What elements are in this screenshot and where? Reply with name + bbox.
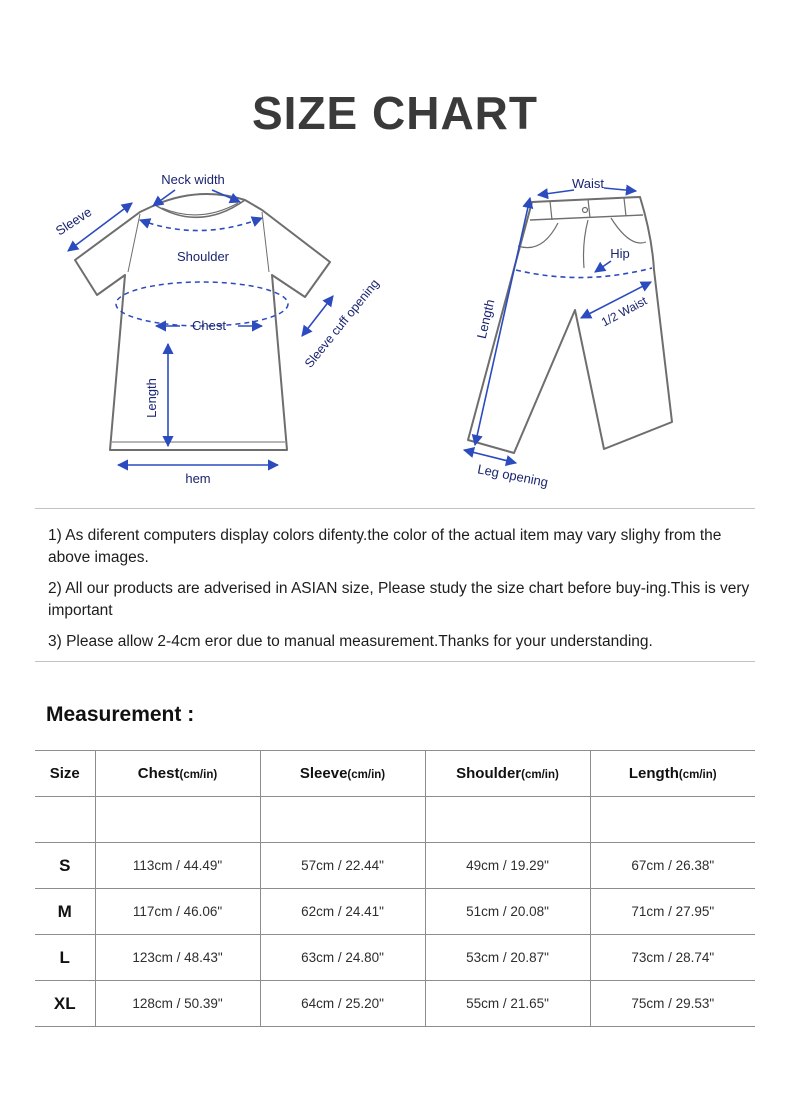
sleeve-xl: 64cm / 25.20" (259, 980, 426, 1027)
pants-hip-label: Hip (610, 246, 630, 261)
shoulder-m: 51cm / 20.08" (424, 888, 591, 935)
length-l: 73cm / 28.74" (589, 934, 755, 981)
shoulder-arc (138, 216, 264, 232)
length-xl: 75cm / 29.53" (589, 980, 755, 1027)
pants-half-waist-label: 1/2 Waist (599, 293, 650, 329)
size-table-header-row: Size Chest(cm/in) Sleeve(cm/in) Shoulder… (35, 750, 755, 797)
length-s: 67cm / 26.38" (589, 842, 755, 889)
leg-opening-arrow (462, 447, 518, 466)
sleeve-cuff-arrow (301, 295, 334, 337)
tshirt-labels: Neck width Sleeve Shoulder Chest Length … (53, 172, 382, 486)
notes-section: 1) As diferent computers display colors … (48, 525, 750, 662)
size-m: M (35, 888, 96, 935)
chest-xl: 128cm / 50.39" (94, 980, 261, 1027)
hip-arrow (594, 260, 612, 273)
tshirt-outline (74, 193, 331, 451)
shirt-neck-width-label: Neck width (161, 172, 225, 187)
header-length: Length(cm/in) (589, 750, 755, 797)
shoulder-l: 53cm / 20.87" (424, 934, 591, 981)
hip-dashed-line (515, 267, 653, 279)
sleeve-s: 57cm / 22.44" (259, 842, 426, 889)
divider-bottom (35, 661, 755, 662)
pants-waist-label: Waist (572, 176, 604, 191)
neck-width-arrow-left (152, 189, 176, 207)
pants-outline (467, 196, 673, 454)
header-chest: Chest(cm/in) (94, 750, 261, 797)
shirt-shoulder-label: Shoulder (177, 249, 230, 264)
shirt-hem-label: hem (185, 471, 210, 486)
table-row-l: L 123cm / 48.43" 63cm / 24.80" 53cm / 20… (35, 934, 755, 981)
pants-leg-opening-label: Leg opening (476, 461, 549, 489)
table-row-xl: XL 128cm / 50.39" 64cm / 25.20" 55cm / 2… (35, 980, 755, 1027)
chest-l: 123cm / 48.43" (94, 934, 261, 981)
pants-length-label: Length (474, 298, 498, 340)
pants-annotations (462, 184, 653, 466)
size-s: S (35, 842, 96, 889)
header-size: Size (35, 750, 96, 797)
size-l: L (35, 934, 96, 981)
divider-top (35, 508, 755, 509)
table-row-s: S 113cm / 44.49" 57cm / 22.44" 49cm / 19… (35, 842, 755, 889)
shoulder-s: 49cm / 19.29" (424, 842, 591, 889)
pants-length-arrow (471, 196, 534, 447)
tshirt-diagram: Neck width Sleeve Shoulder Chest Length … (53, 172, 382, 486)
shirt-sleeve-label: Sleeve (53, 204, 95, 238)
chest-ellipse (115, 281, 289, 327)
measurement-heading: Measurement : (46, 703, 195, 726)
shirt-length-label: Length (144, 378, 159, 418)
length-m: 71cm / 27.95" (589, 888, 755, 935)
note-color-disclaimer: 1) As diferent computers display colors … (48, 527, 722, 566)
neck-width-arrow-right (211, 189, 242, 204)
note-asian-size: 2) All our products are adverised in ASI… (48, 580, 750, 619)
chest-s: 113cm / 44.49" (94, 842, 261, 889)
header-shoulder: Shoulder(cm/in) (424, 750, 591, 797)
pants-diagram: Waist Hip 1/2 Waist Length Leg opening (462, 176, 673, 490)
half-waist-arrow (580, 281, 652, 319)
note-measurement-error: 3) Please allow 2-4cm eror due to manual… (48, 633, 653, 650)
empty-row (35, 796, 755, 843)
shirt-chest-label: Chest (192, 318, 226, 333)
sleeve-m: 62cm / 24.41" (259, 888, 426, 935)
size-table: Size Chest(cm/in) Sleeve(cm/in) Shoulder… (35, 750, 755, 1027)
page-title: SIZE CHART (252, 87, 538, 139)
tshirt-annotations (67, 189, 334, 471)
waist-arrow-right (603, 184, 638, 196)
shirt-sleeve-cuff-label: Sleeve cuff opening (302, 276, 382, 370)
shoulder-xl: 55cm / 21.65" (424, 980, 591, 1027)
waist-arrow-left (536, 188, 575, 200)
sleeve-l: 63cm / 24.80" (259, 934, 426, 981)
size-xl: XL (35, 980, 96, 1027)
header-sleeve: Sleeve(cm/in) (259, 750, 426, 797)
chest-m: 117cm / 46.06" (94, 888, 261, 935)
sleeve-arrow (67, 202, 133, 252)
table-row-m: M 117cm / 46.06" 62cm / 24.41" 51cm / 20… (35, 888, 755, 935)
